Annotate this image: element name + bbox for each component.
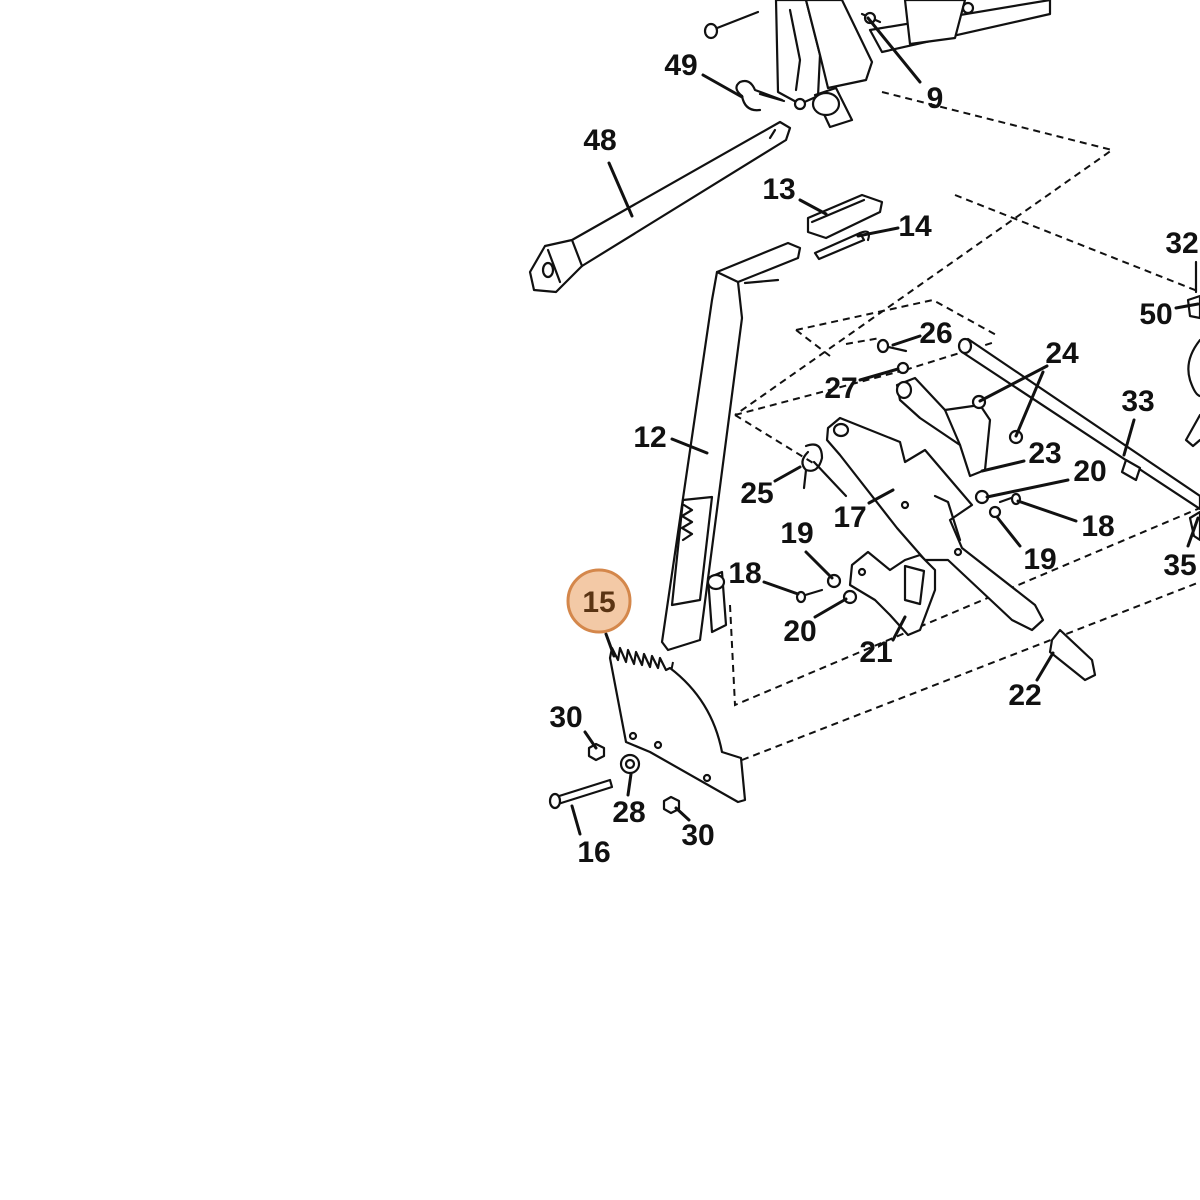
callout-label: 20: [783, 615, 816, 648]
callout-label: 16: [577, 836, 610, 869]
callout-label: 49: [664, 49, 697, 82]
callout-19-right[interactable]: 19: [995, 515, 1057, 576]
callout-label: 48: [583, 124, 616, 157]
callout-label: 50: [1139, 298, 1172, 331]
callout-label: 14: [898, 210, 932, 243]
callout-label: 21: [859, 636, 892, 669]
callout-label: 30: [681, 819, 714, 852]
part-22-pad: [1048, 628, 1097, 682]
callout-label: 15: [582, 586, 615, 619]
callout-30-left[interactable]: 30: [549, 701, 598, 750]
part-30-nut-left: [587, 742, 606, 762]
part-12-lever: [660, 241, 802, 652]
callout-19-left[interactable]: 19: [780, 517, 834, 580]
callout-label: 19: [780, 517, 813, 550]
callout-label: 35: [1163, 549, 1196, 582]
callouts: 9 49 48 13 14 32 50 26: [549, 16, 1200, 869]
callout-25[interactable]: 25: [740, 465, 802, 510]
callout-32[interactable]: 32: [1165, 227, 1198, 260]
part-15-sector-plate: [608, 646, 747, 804]
part-21-plate: [848, 550, 937, 637]
callout-label: 24: [1045, 337, 1079, 370]
callout-30-right[interactable]: 30: [674, 806, 715, 852]
callout-label: 25: [740, 477, 773, 510]
callout-label: 32: [1165, 227, 1198, 260]
callout-28[interactable]: 28: [612, 772, 646, 829]
callout-label: 23: [1028, 437, 1061, 470]
callout-20-left[interactable]: 20: [783, 597, 848, 648]
part-27-nut: [896, 361, 910, 375]
callout-12[interactable]: 12: [633, 421, 709, 455]
callout-label: 9: [927, 82, 944, 115]
callout-21[interactable]: 21: [859, 615, 907, 669]
callout-label: 19: [1023, 543, 1056, 576]
callout-35[interactable]: 35: [1163, 516, 1200, 582]
callout-label: 33: [1121, 385, 1154, 418]
callout-15-highlighted[interactable]: 15: [566, 568, 632, 658]
part-33-shaft: [957, 337, 1200, 511]
callout-49[interactable]: 49: [664, 49, 744, 99]
part-19-washer-right: [988, 505, 1002, 519]
callout-label: 12: [633, 421, 666, 454]
callout-label: 26: [919, 317, 952, 350]
callout-20-right[interactable]: 20: [985, 455, 1107, 499]
callout-label: 22: [1008, 679, 1041, 712]
part-18-bolt-right: [998, 492, 1022, 506]
callout-27[interactable]: 27: [824, 367, 900, 405]
callout-18-left[interactable]: 18: [728, 557, 800, 596]
dashed-assembly-lines: [654, 91, 1200, 761]
callout-label: 18: [728, 557, 761, 590]
callout-label: 18: [1081, 510, 1114, 543]
callout-48[interactable]: 48: [583, 124, 634, 218]
callout-label: 17: [833, 501, 866, 534]
callout-14[interactable]: 14: [856, 210, 932, 243]
part-25-spring: [801, 443, 848, 498]
frame-assembly: [703, 0, 1052, 129]
callout-23[interactable]: 23: [980, 437, 1062, 473]
callout-label: 30: [549, 701, 582, 734]
part-14-pin: [813, 230, 871, 261]
part-49-hairpin-clip: [735, 79, 807, 112]
part-16-bolt: [548, 778, 614, 810]
callout-label: 28: [612, 796, 645, 829]
part-28-washer: [619, 753, 641, 775]
callout-16[interactable]: 16: [570, 804, 611, 869]
part-13-pad: [806, 193, 884, 240]
callout-26[interactable]: 26: [891, 317, 953, 350]
part-18-bolt-left: [795, 588, 824, 604]
callout-18-right[interactable]: 18: [1016, 499, 1115, 543]
callout-label: 20: [1073, 455, 1106, 488]
part-48-link-bar: [528, 120, 792, 294]
callout-17[interactable]: 17: [833, 488, 895, 534]
callout-24[interactable]: 24: [978, 337, 1079, 438]
callout-9[interactable]: 9: [866, 16, 944, 115]
callout-label: 27: [824, 372, 857, 405]
selected-callout-highlight: [566, 568, 632, 634]
callout-label: 13: [762, 173, 795, 206]
callout-50[interactable]: 50: [1139, 298, 1200, 331]
part-20-nut-left: [842, 589, 858, 605]
callout-33[interactable]: 33: [1121, 385, 1155, 457]
callout-13[interactable]: 13: [762, 173, 828, 216]
part-26-bolt: [876, 338, 908, 354]
part-17-plate: [825, 416, 1045, 632]
callout-22[interactable]: 22: [1008, 651, 1055, 712]
